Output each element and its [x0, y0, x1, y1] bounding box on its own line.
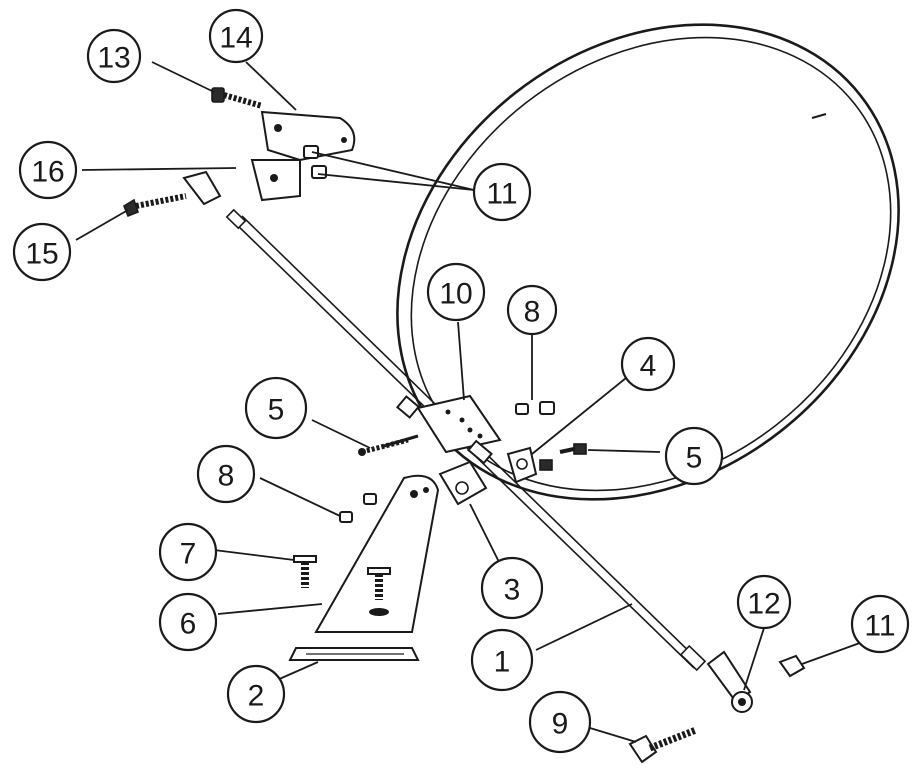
- callout-label: 3: [504, 574, 521, 607]
- callout-7: 7: [158, 522, 218, 582]
- bolt-6: [367, 567, 391, 616]
- callout-9: 9: [528, 690, 592, 754]
- callout-4: 4: [620, 336, 676, 392]
- callout-5-right: 5: [664, 426, 724, 486]
- rod-end-tip: [679, 644, 707, 672]
- callout-1: 1: [470, 628, 534, 692]
- callout-label: 8: [524, 296, 541, 329]
- rod-top-tip: [225, 208, 247, 230]
- callout-8-left: 8: [196, 444, 256, 504]
- bolts-5-left: [358, 434, 419, 456]
- callout-13: 13: [86, 28, 142, 84]
- clamp-16: [182, 170, 222, 206]
- callout-6: 6: [158, 592, 218, 652]
- callout-label: 14: [219, 22, 252, 55]
- callout-label: 13: [97, 42, 130, 75]
- lnb-12: [706, 650, 753, 713]
- bolt-13: [211, 87, 263, 109]
- callout-5-left: 5: [244, 376, 308, 440]
- callout-11-right: 11: [850, 594, 910, 654]
- callout-16: 16: [18, 140, 78, 200]
- nuts-8-left: [339, 493, 377, 523]
- pivot-plate: [438, 446, 538, 506]
- callout-label: 12: [747, 588, 780, 621]
- callout-8-top: 8: [506, 284, 558, 336]
- callout-label: 15: [25, 238, 58, 271]
- callout-label: 2: [248, 680, 265, 713]
- elevation-bracket: [395, 394, 502, 465]
- callout-label: 7: [180, 538, 197, 571]
- callout-label: 9: [552, 708, 569, 741]
- callout-label: 11: [486, 178, 517, 211]
- bolt-7: [293, 555, 317, 588]
- callout-label: 10: [439, 278, 472, 311]
- callout-15: 15: [12, 222, 72, 282]
- mount-bracket: [288, 474, 440, 661]
- callout-label: 6: [180, 608, 197, 641]
- callout-11-top: 11: [472, 162, 532, 222]
- callout-14: 14: [208, 8, 264, 64]
- bolt-9: [628, 726, 698, 764]
- callout-label: 16: [31, 156, 64, 189]
- nuts-8-top: [515, 401, 555, 415]
- callout-12: 12: [736, 574, 792, 630]
- callout-label: 4: [640, 350, 657, 383]
- holder-nuts: [303, 145, 327, 179]
- callout-3: 3: [480, 556, 544, 620]
- callout-label: 5: [686, 442, 703, 475]
- callout-label: 11: [864, 610, 895, 643]
- bolts-5-right: [539, 443, 587, 471]
- callout-10: 10: [426, 262, 486, 322]
- callout-label: 8: [218, 460, 235, 493]
- callout-label: 5: [268, 394, 285, 427]
- bolt-15: [123, 193, 187, 218]
- nut-11-right: [778, 654, 806, 678]
- callout-2: 2: [226, 664, 286, 724]
- callout-label: 1: [494, 646, 511, 679]
